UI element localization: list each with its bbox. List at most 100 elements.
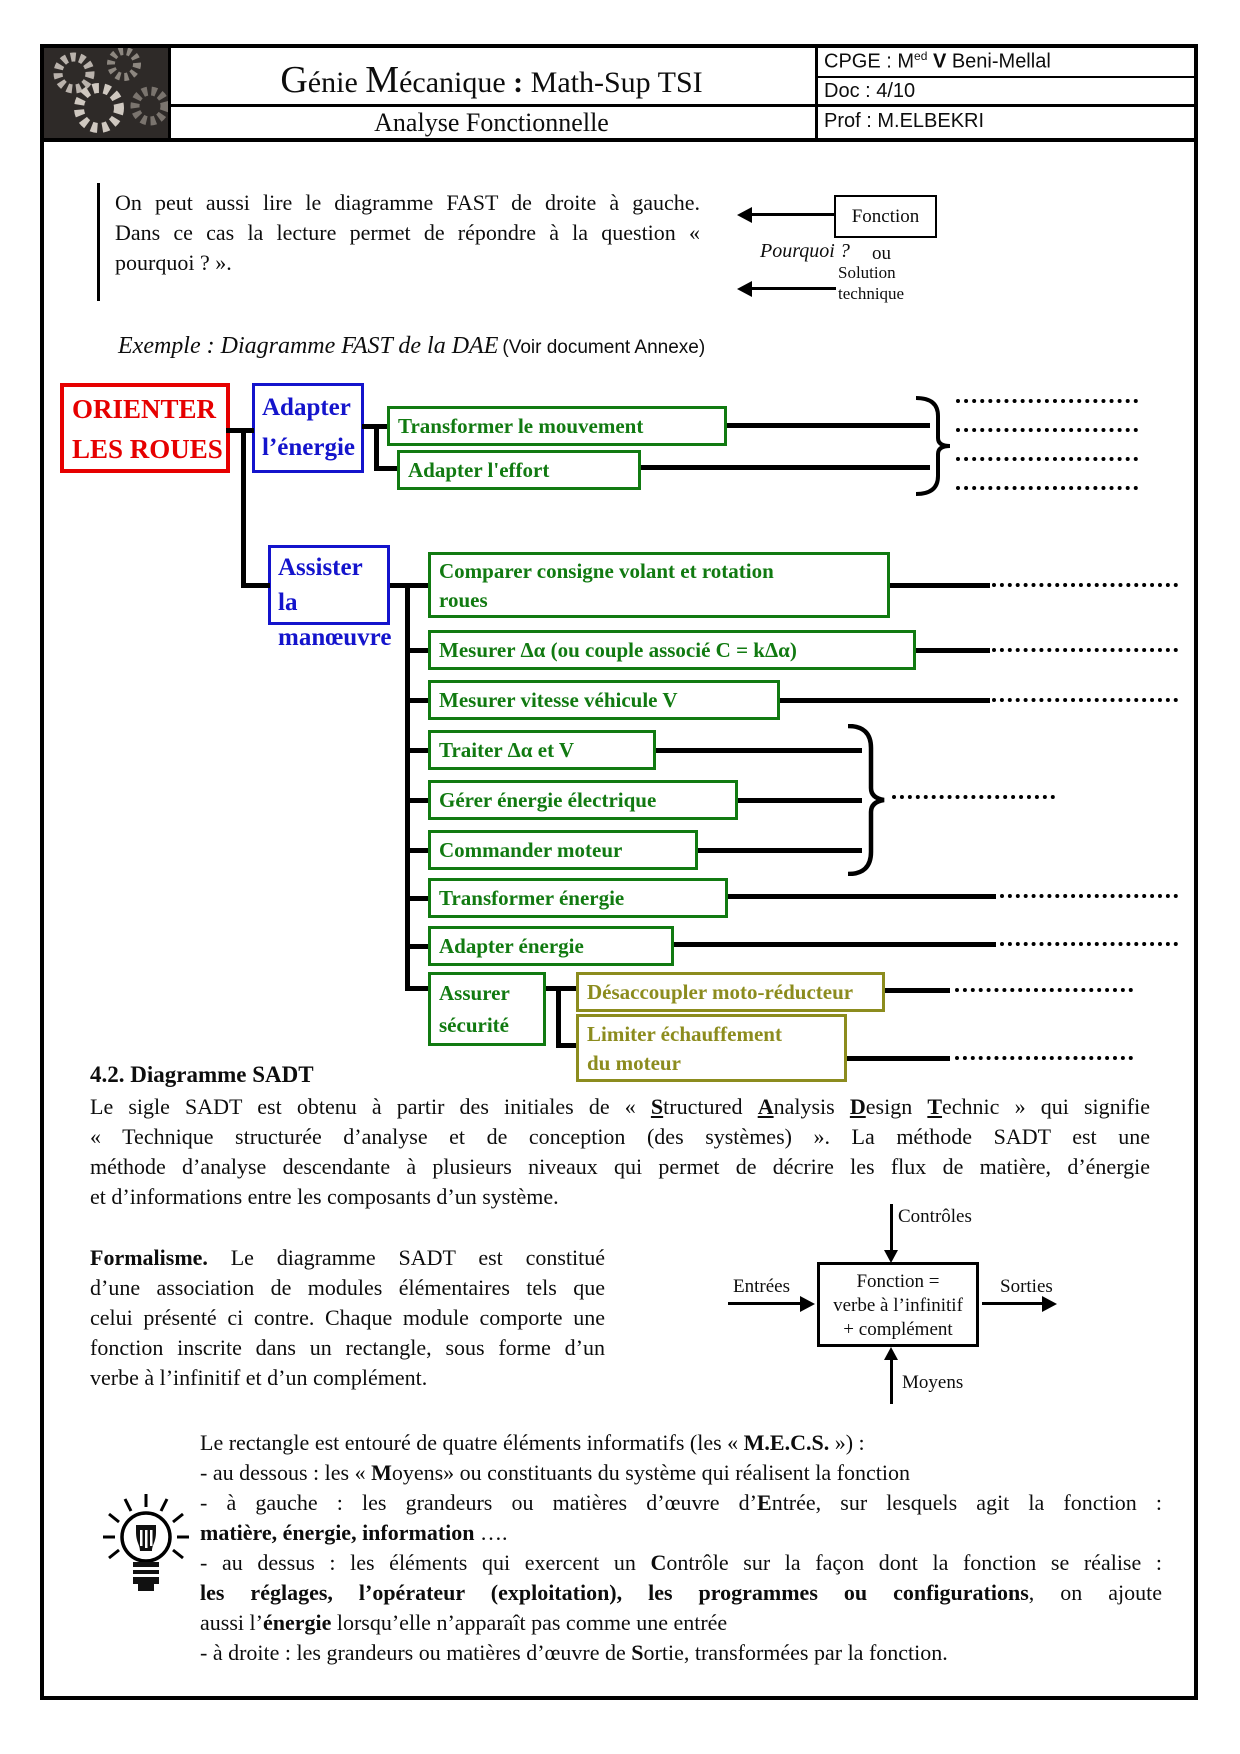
idea-lightbulb-icon <box>100 1492 192 1601</box>
fast-connector <box>405 648 433 653</box>
intro-line: pourquoi ? ». <box>115 250 232 275</box>
fonction-box-label: Fonction <box>851 206 920 227</box>
solution-line: technique <box>838 284 905 303</box>
fast-connector <box>374 424 379 471</box>
fast-box-transformer-energie: Transformer énergie <box>428 878 728 918</box>
sadt-sorties-label: Sorties <box>1000 1276 1053 1297</box>
fast-box-label: Mesurer Δα (ou couple associé C = kΔα) <box>439 638 797 662</box>
header-divider-vertical-2 <box>815 44 818 142</box>
fast-connector <box>698 848 862 853</box>
fast-connector <box>738 798 862 803</box>
fast-box-label: Adapter énergie <box>439 934 584 958</box>
solution-line: Solution <box>838 263 896 282</box>
fast-connector <box>847 1056 950 1061</box>
fast-box-mesurer-delta: Mesurer Δα (ou couple associé C = kΔα) <box>428 630 916 670</box>
sadt-entrees-arrow-line <box>728 1302 802 1305</box>
answer-blank <box>956 428 1138 432</box>
section-heading: 4.2. Diagramme SADT <box>90 1062 314 1087</box>
answer-blank <box>955 1056 1133 1060</box>
fast-box-label: Comparer consigne volant et rotation <box>439 559 774 583</box>
fast-box-adapter-effort: Adapter l'effort <box>397 450 641 490</box>
fast-connector <box>374 424 389 429</box>
answer-blank <box>956 457 1138 461</box>
fast-box-transformer-mouvement: Transformer le mouvement <box>387 406 727 446</box>
header-prof: Prof : M.ELBEKRI <box>824 110 985 132</box>
sadt-paragraph-line: Le sigle SADT est obtenu à partir des in… <box>90 1094 1150 1119</box>
fast-assister-line: Assister la <box>278 554 363 616</box>
intro-line: Dans ce cas la lecture permet de répondr… <box>115 220 700 245</box>
header-divider-bottom <box>44 138 1194 142</box>
right-arrow-icon <box>1042 1296 1057 1312</box>
answer-blank <box>1000 942 1178 946</box>
exemple-caption-italic: Exemple : Diagramme FAST de la DAE <box>118 333 499 359</box>
fast-connector <box>405 986 433 991</box>
fast-connector <box>362 424 378 429</box>
fast-connector <box>405 698 433 703</box>
fast-box-label: sécurité <box>439 1013 509 1037</box>
formalisme-line: celui présenté ci contre. Chaque module … <box>90 1305 605 1330</box>
fast-box-label: Commander moteur <box>439 838 623 862</box>
fast-adapter-energie-line: Adapter <box>262 394 351 421</box>
fast-box-label: Limiter échauffement <box>587 1022 782 1046</box>
sadt-control-arrow-line <box>890 1204 893 1252</box>
header-divider-vertical-1 <box>168 44 171 142</box>
fast-box-label: Transformer énergie <box>439 886 625 910</box>
formalisme-line: verbe à l’infinitif et d’un complément. <box>90 1365 428 1390</box>
fast-connector <box>546 986 576 991</box>
fast-connector <box>641 465 930 470</box>
page-title: Génie Mécanique : Math-Sup TSI <box>280 59 703 101</box>
sadt-sorties-arrow-line <box>982 1302 1044 1305</box>
page-frame <box>40 44 1198 1700</box>
exemple-caption-annex: (Voir document Annexe) <box>502 337 706 358</box>
formalisme-line: fonction inscrite dans un rectangle, sou… <box>90 1335 605 1360</box>
sadt-controles-label: Contrôles <box>898 1206 972 1227</box>
fast-connector <box>405 848 433 853</box>
ou-label: ou <box>872 243 891 264</box>
fast-connector <box>405 748 433 753</box>
fast-box-label: Traiter Δα et V <box>439 738 575 762</box>
header-logo <box>44 47 170 138</box>
formalisme-line: d’une association de modules élémentaire… <box>90 1275 605 1300</box>
fast-connector <box>405 944 433 949</box>
sadt-paragraph-line: « Technique structurée d’analyse et de c… <box>90 1124 1150 1149</box>
fast-connector <box>556 1043 576 1048</box>
sadt-function-box-line: + complément <box>843 1319 953 1340</box>
fast-adapter-energie-box: Adapter l’énergie <box>252 383 364 473</box>
mecs-line: matière, énergie, information …. <box>200 1520 508 1545</box>
answer-blank <box>892 795 1055 799</box>
fast-box-label: Assurer <box>439 981 510 1005</box>
fast-box-assurer-securite: Assurer sécurité <box>428 972 546 1046</box>
answer-blank <box>956 486 1138 490</box>
left-arrow-icon <box>737 281 752 297</box>
exemple-caption: Exemple : Diagramme FAST de la DAE (Voir… <box>118 333 705 360</box>
fast-connector <box>241 428 246 588</box>
sadt-paragraph-line: et d’informations entre les composants d… <box>90 1184 559 1209</box>
fast-root-line: LES ROUES <box>72 434 223 464</box>
fast-box-label: Transformer le mouvement <box>398 414 644 438</box>
fast-box-limiter: Limiter échauffement du moteur <box>576 1014 847 1082</box>
gears-image <box>44 47 170 138</box>
answer-blank <box>1000 894 1178 898</box>
fast-box-label: Mesurer vitesse véhicule V <box>439 688 678 712</box>
fast-assister-box: Assister la manœuvre <box>268 545 391 651</box>
fast-connector <box>728 894 996 899</box>
fast-box-mesurer-vitesse: Mesurer vitesse véhicule V <box>428 680 780 720</box>
up-arrow-icon <box>884 1347 898 1360</box>
fast-connector <box>556 986 561 1048</box>
fast-connector <box>674 942 996 947</box>
fast-box-label: du moteur <box>587 1051 681 1075</box>
brace <box>915 396 951 496</box>
fast-connector <box>374 466 399 471</box>
fast-box-gerer: Gérer énergie électrique <box>428 780 738 820</box>
fast-connector <box>780 698 990 703</box>
mecs-line: - au dessus : les éléments qui exercent … <box>200 1550 1162 1575</box>
fast-box-adapter-energie2: Adapter énergie <box>428 926 674 966</box>
header-cpge: CPGE : Med V Beni-Mellal <box>824 49 1051 73</box>
header-doc-number: Doc : 4/10 <box>824 80 916 102</box>
sadt-entrees-label: Entrées <box>733 1276 790 1297</box>
fast-connector <box>405 583 433 588</box>
answer-blank <box>992 583 1178 587</box>
fast-connector <box>405 798 433 803</box>
mecs-line: - à droite : les grandeurs ou matières d… <box>200 1640 948 1665</box>
